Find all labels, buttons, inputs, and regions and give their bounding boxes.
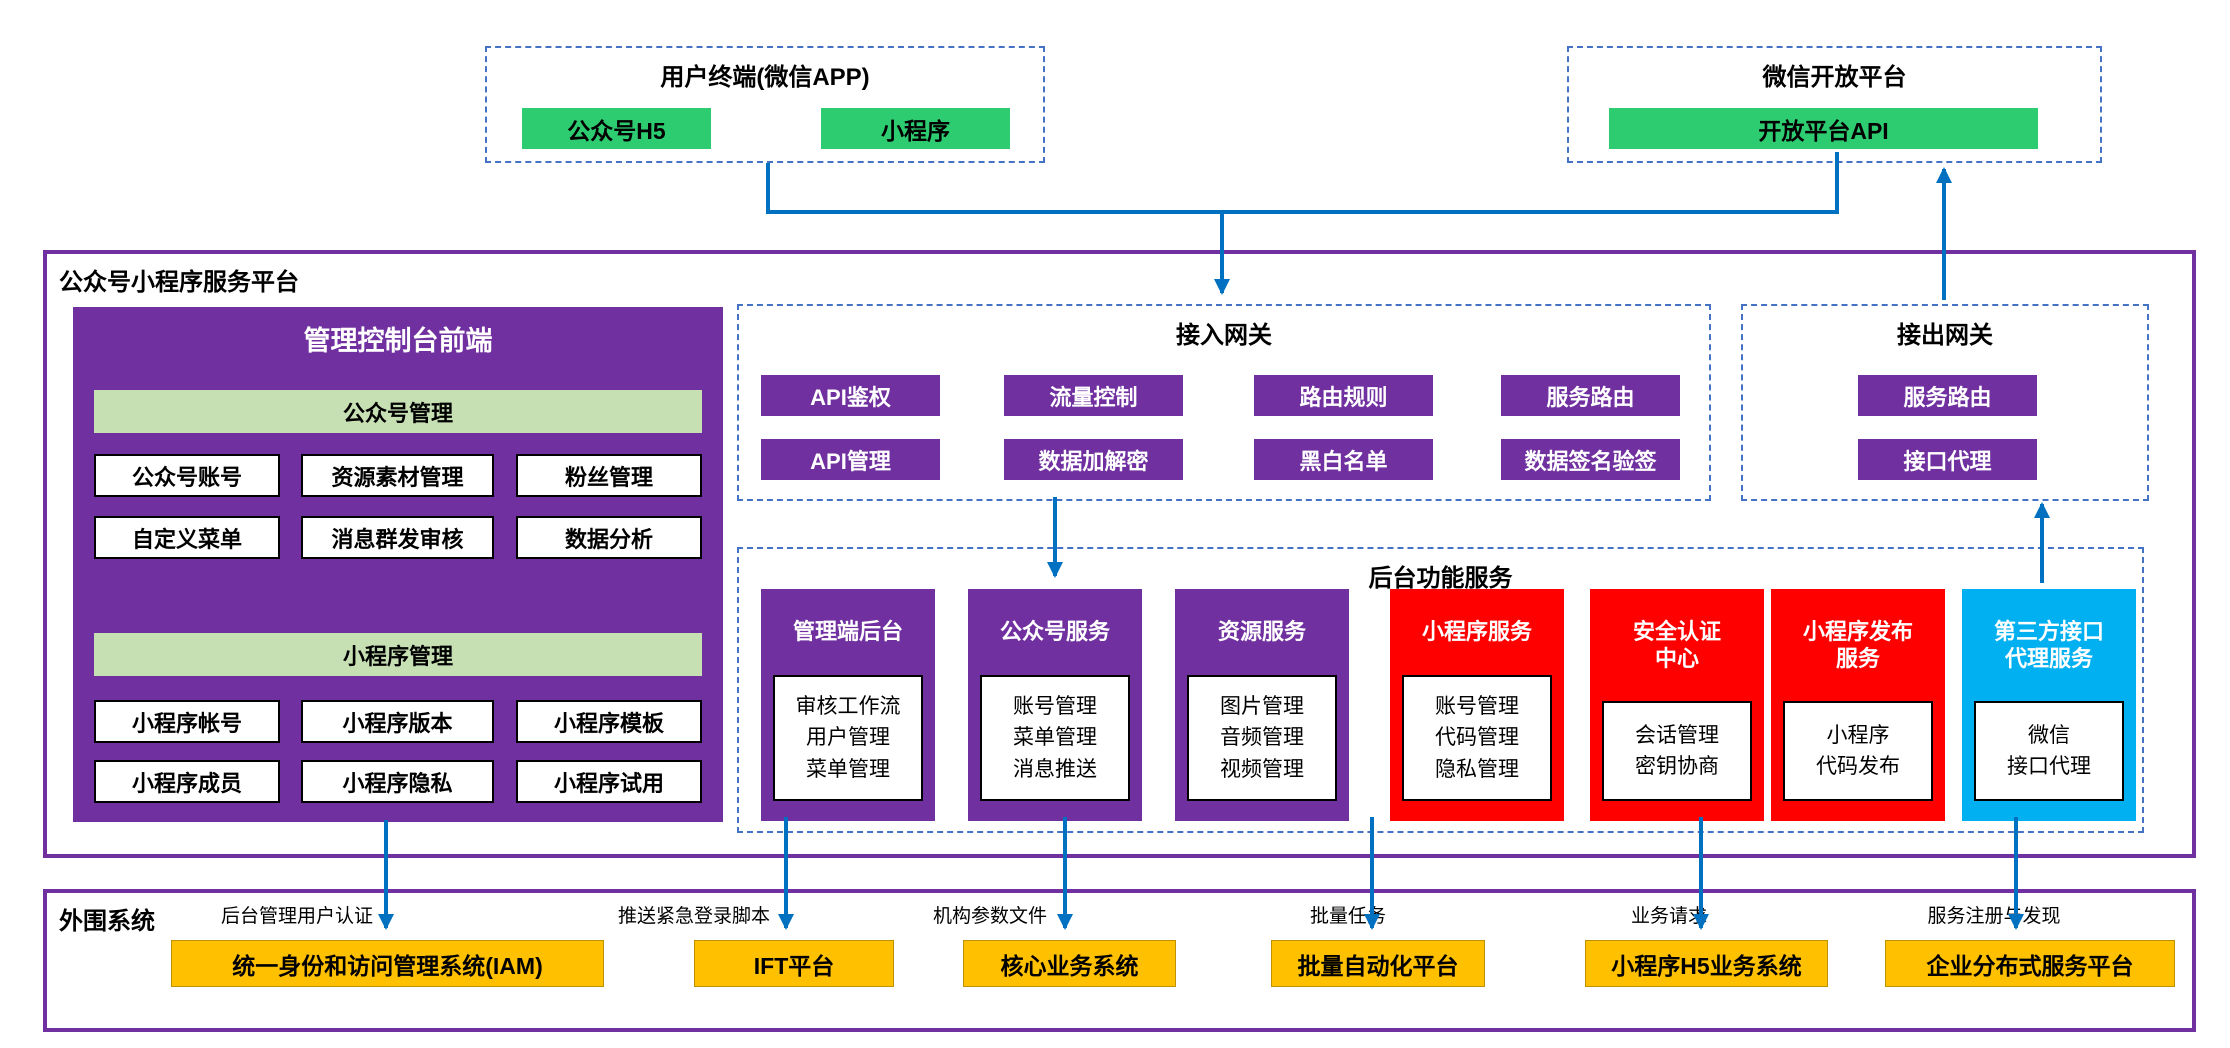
backend-column-admin: 管理端后台 审核工作流 用户管理 菜单管理 [761,589,935,821]
backend-item: 账号管理 [1013,694,1097,718]
peripheral-system-batch: 批量自动化平台 [1271,940,1485,987]
backend-column-title: 第三方接口 代理服务 [1993,618,2104,672]
peripheral-system-core: 核心业务系统 [963,940,1176,987]
gateway-chip: 数据签名验签 [1501,439,1680,480]
backend-item: 音频管理 [1220,726,1304,750]
peripheral-system-h5: 小程序H5业务系统 [1585,940,1828,987]
backend-column-body: 会话管理 密钥协商 [1602,701,1752,801]
gateway-chip: 服务路由 [1858,375,2037,416]
console-item: 消息群发审核 [301,516,494,559]
peripheral-system-iam: 统一身份和访问管理系统(IAM) [171,940,604,987]
access-gateway-title: 接入网关 [1176,322,1272,349]
backend-column-release-service: 小程序发布 服务 小程序 代码发布 [1771,589,1945,821]
user-terminal-title: 用户终端(微信APP) [660,64,870,91]
outbound-gateway-title: 接出网关 [1897,322,1993,349]
console-item: 小程序隐私 [301,760,494,803]
gateway-chip: API鉴权 [761,375,940,416]
backend-item: 用户管理 [806,726,890,750]
gateway-chip: 黑白名单 [1254,439,1433,480]
backend-item: 审核工作流 [795,694,901,718]
gateway-chip: 服务路由 [1501,375,1680,416]
connection-label: 后台管理用户认证 [220,906,374,927]
open-platform-api-box: 开放平台API [1609,108,2038,149]
wechat-open-platform-group: 微信开放平台 开放平台API [1567,46,2102,163]
backend-item: 密钥协商 [1635,755,1719,778]
console-item: 小程序版本 [301,700,494,743]
backend-column-mini-program-service: 小程序服务 账号管理 代码管理 隐私管理 [1390,589,1564,821]
console-frontend-title: 管理控制台前端 [303,326,493,356]
backend-services-title: 后台功能服务 [1368,565,1513,592]
outbound-gateway-group: 接出网关 服务路由 接口代理 [1741,304,2149,501]
backend-column-security-auth: 安全认证 中心 会话管理 密钥协商 [1590,589,1764,821]
backend-item: 消息推送 [1013,757,1097,781]
connection-label: 服务注册与发现 [1927,906,2061,927]
backend-column-title: 公众号服务 [999,619,1110,645]
backend-column-title: 小程序服务 [1421,619,1532,645]
public-account-mgmt-header: 公众号管理 [94,390,702,433]
backend-column-body: 审核工作流 用户管理 菜单管理 [773,675,923,801]
peripheral-system-ift: IFT平台 [694,940,894,987]
gateway-chip: 数据加解密 [1004,439,1183,480]
mini-program-box: 小程序 [821,108,1010,149]
console-item: 小程序成员 [94,760,280,803]
console-item: 自定义菜单 [94,516,280,559]
backend-item: 菜单管理 [806,757,890,781]
connection-label: 批量任务 [1309,906,1387,927]
backend-column-title: 安全认证 中心 [1632,618,1721,672]
backend-column-title: 管理端后台 [792,619,903,645]
backend-column-body: 账号管理 菜单管理 消息推送 [980,675,1130,801]
backend-item: 会话管理 [1635,723,1719,747]
connection-label: 机构参数文件 [932,906,1048,927]
console-item: 粉丝管理 [516,454,702,497]
backend-item: 微信 [2028,723,2070,747]
console-item: 小程序帐号 [94,700,280,743]
backend-column-public-account: 公众号服务 账号管理 菜单管理 消息推送 [968,589,1142,821]
backend-column-title: 小程序发布 服务 [1802,618,1913,672]
gateway-chip: API管理 [761,439,940,480]
user-terminal-group: 用户终端(微信APP) 公众号H5 小程序 [485,46,1045,163]
mini-program-mgmt-header: 小程序管理 [94,633,702,676]
backend-column-body: 图片管理 音频管理 视频管理 [1187,675,1337,801]
console-frontend-panel: 管理控制台前端 公众号管理 公众号账号 资源素材管理 粉丝管理 自定义菜单 消息… [73,307,723,822]
gateway-chip: 流量控制 [1004,375,1183,416]
service-platform-frame: 公众号小程序服务平台 管理控制台前端 公众号管理 公众号账号 资源素材管理 粉丝… [43,250,2196,858]
console-item: 公众号账号 [94,454,280,497]
backend-column-third-party-proxy: 第三方接口 代理服务 微信 接口代理 [1962,589,2136,821]
backend-item: 小程序 [1826,723,1890,747]
backend-item: 图片管理 [1220,694,1304,718]
backend-services-group: 后台功能服务 管理端后台 审核工作流 用户管理 菜单管理 公众号服务 账号管理 … [737,547,2144,833]
backend-item: 接口代理 [2007,755,2091,778]
service-platform-label: 公众号小程序服务平台 [59,269,299,296]
peripheral-systems-label: 外围系统 [59,908,155,935]
backend-column-body: 微信 接口代理 [1974,701,2124,801]
backend-column-body: 小程序 代码发布 [1783,701,1933,801]
console-item: 资源素材管理 [301,454,494,497]
backend-item: 隐私管理 [1435,757,1519,781]
backend-column-title: 资源服务 [1217,619,1306,645]
console-item: 小程序模板 [516,700,702,743]
console-item: 小程序试用 [516,760,702,803]
public-account-h5-box: 公众号H5 [522,108,711,149]
connection-label: 推送紧急登录脚本 [617,906,771,927]
backend-item: 账号管理 [1435,694,1519,718]
gateway-chip: 接口代理 [1858,439,2037,480]
gateway-chip: 路由规则 [1254,375,1433,416]
connection-label: 业务请求 [1630,906,1708,927]
backend-item: 菜单管理 [1013,726,1097,750]
backend-item: 代码管理 [1435,726,1519,750]
peripheral-systems-frame: 外围系统 后台管理用户认证 推送紧急登录脚本 机构参数文件 批量任务 业务请求 … [43,889,2196,1032]
backend-column-resource: 资源服务 图片管理 音频管理 视频管理 [1175,589,1349,821]
backend-item: 代码发布 [1816,755,1900,778]
peripheral-system-esb: 企业分布式服务平台 [1885,940,2175,987]
wechat-open-platform-title: 微信开放平台 [1762,64,1907,91]
backend-item: 视频管理 [1220,757,1304,781]
access-gateway-group: 接入网关 API鉴权 流量控制 路由规则 服务路由 API管理 数据加解密 黑白… [737,304,1711,501]
backend-column-body: 账号管理 代码管理 隐私管理 [1402,675,1552,801]
console-item: 数据分析 [516,516,702,559]
